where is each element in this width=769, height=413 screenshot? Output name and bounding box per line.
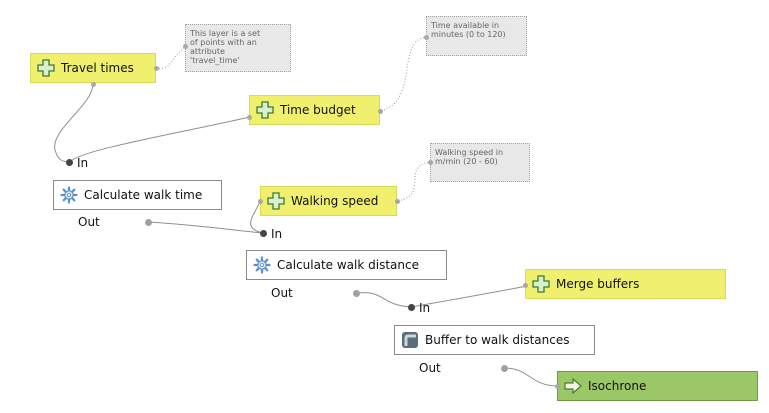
algorithm-buffer[interactable]: Buffer to walk distances [394,325,595,355]
plus-icon [532,275,550,293]
plus-icon [267,192,285,210]
gear-icon [253,256,271,274]
port-out-label: Out [419,361,441,375]
port-out-dot[interactable] [501,365,508,372]
plus-icon [37,59,55,77]
comment-travel-times[interactable]: This layer is a set of points with an at… [185,24,291,72]
port-in-label: In [271,227,283,241]
input-label: Walking speed [291,194,379,208]
link-travel-times [54,83,94,163]
algorithm-calculate-walk-distance[interactable]: Calculate walk distance [246,250,447,280]
comment-connector[interactable] [183,44,188,49]
plus-icon [256,101,274,119]
comment-link-time-budget [380,36,428,112]
link-walk-time-out [147,221,264,234]
gear-icon [60,186,78,204]
link-merge-buffers [410,285,528,308]
node-connector[interactable] [258,199,263,204]
link-walking-speed [250,200,264,234]
node-connector[interactable] [247,115,252,120]
port-out-dot[interactable] [145,219,152,226]
node-connector[interactable] [378,109,383,114]
link-walk-distance-out [356,292,412,308]
buffer-icon [402,332,418,348]
input-label: Merge buffers [556,277,640,291]
comment-walking-speed[interactable]: Walking speed in m/min (20 - 60) [430,143,530,182]
link-time-budget [69,116,251,163]
comment-link-walking-speed [397,161,432,202]
comment-link-travel-times [155,45,188,69]
algorithm-label: Calculate walk distance [277,258,419,272]
port-out-dot[interactable] [353,290,360,297]
link-buffer-out [503,367,559,387]
input-label: Time budget [280,103,356,117]
algorithm-calculate-walk-time[interactable]: Calculate walk time [53,180,222,210]
arrow-right-icon [564,377,582,395]
port-in-label: In [419,301,431,315]
input-walking-speed[interactable]: Walking speed [260,186,397,216]
port-in-dot[interactable] [408,304,415,311]
port-in-dot[interactable] [260,230,267,237]
input-travel-times[interactable]: Travel times [30,53,156,83]
output-label: Isochrone [588,379,647,393]
node-connector[interactable] [555,384,560,389]
port-in-dot[interactable] [66,159,73,166]
node-connector[interactable] [523,283,528,288]
algorithm-label: Buffer to walk distances [425,333,570,347]
node-connector[interactable] [154,66,159,71]
node-connector[interactable] [395,199,400,204]
output-isochrone[interactable]: Isochrone [557,371,758,401]
input-label: Travel times [61,61,134,75]
node-connector[interactable] [91,82,96,87]
comment-connector[interactable] [424,35,429,40]
input-time-budget[interactable]: Time budget [249,95,380,125]
comment-time-budget[interactable]: Time available in minutes (0 to 120) [426,16,527,56]
input-merge-buffers[interactable]: Merge buffers [525,269,726,299]
algorithm-label: Calculate walk time [84,188,203,202]
comment-connector[interactable] [428,160,433,165]
port-out-label: Out [271,286,293,300]
port-out-label: Out [78,215,100,229]
port-in-label: In [77,156,89,170]
